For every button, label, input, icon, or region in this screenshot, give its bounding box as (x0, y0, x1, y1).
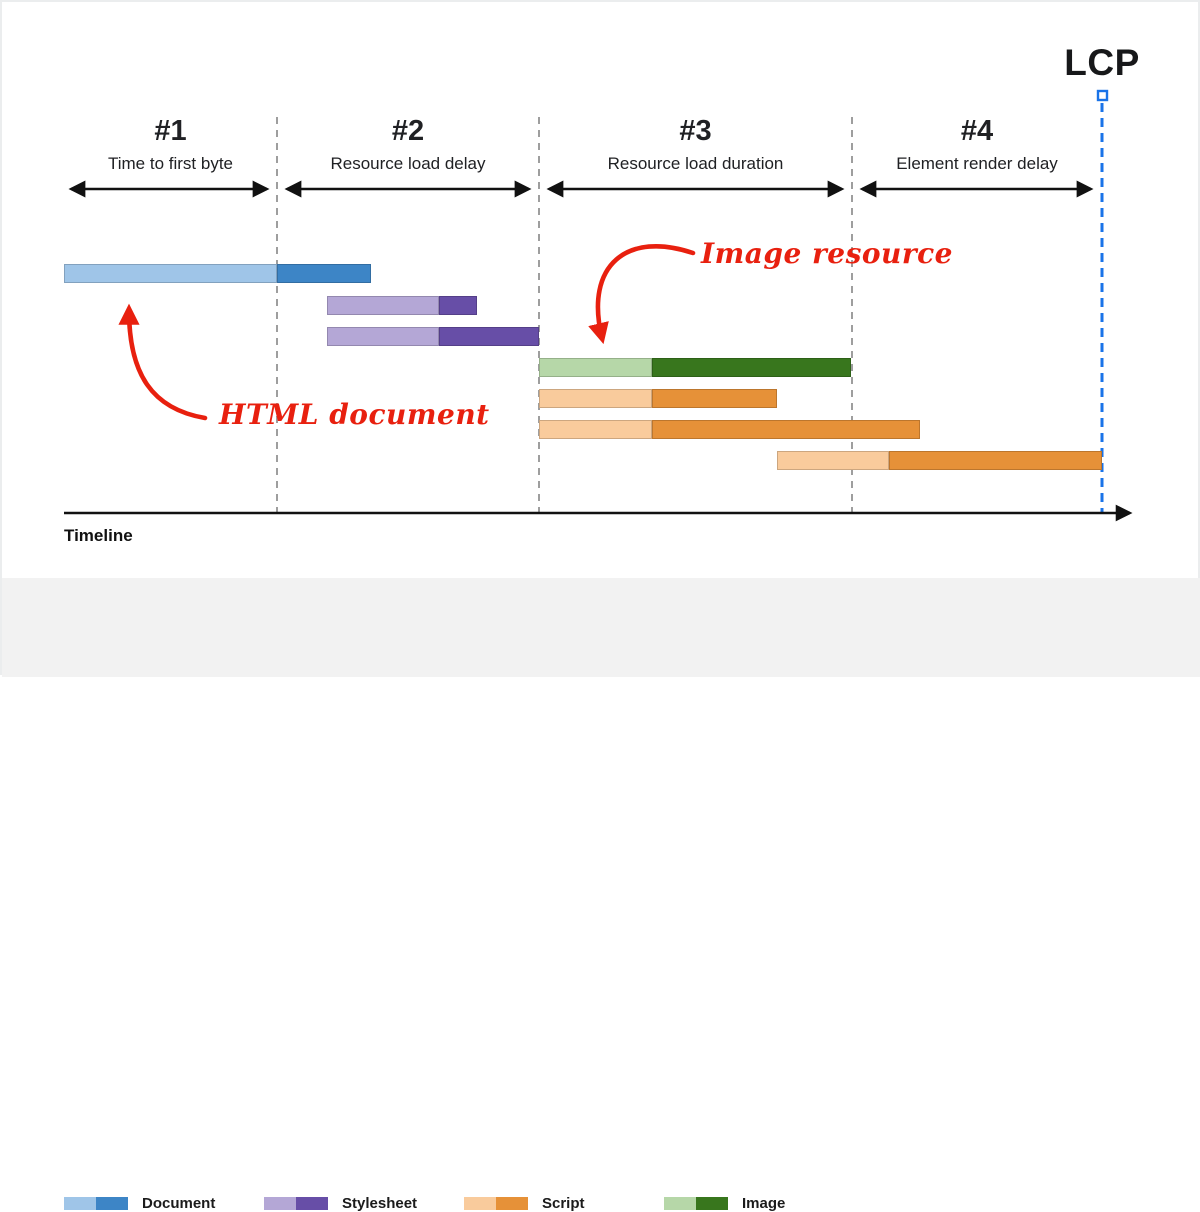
resource-bar-document (2, 264, 1200, 283)
document-light-swatch (64, 1197, 96, 1210)
document-color-swatch (64, 1197, 128, 1210)
stylesheet-light-segment (327, 296, 439, 315)
image-light-swatch (664, 1197, 696, 1210)
phase-number: #1 (154, 115, 187, 147)
image-light-segment (539, 358, 652, 377)
lcp-title: LCP (1064, 42, 1140, 83)
script-dark-segment (652, 420, 920, 439)
resource-bar-stylesheet (2, 327, 1200, 346)
script-light-segment (539, 420, 652, 439)
script-light-swatch (464, 1197, 496, 1210)
legend-strip: Document Stylesheet Script Image (2, 578, 1200, 1212)
resource-bar-script (2, 420, 1200, 439)
lcp-marker-square (1096, 89, 1109, 102)
legend-item-script: Script (464, 1195, 585, 1212)
phase-header-3: #3 Resource load duration (539, 112, 852, 176)
stylesheet-light-segment (327, 327, 439, 346)
document-light-segment (64, 264, 277, 283)
phase-label: Time to first byte (107, 154, 233, 173)
image-dark-swatch (696, 1197, 728, 1210)
annotation-image-resource: Image resource (701, 237, 953, 270)
legend-label: Script (542, 1195, 585, 1212)
stylesheet-dark-swatch (296, 1197, 328, 1210)
stylesheet-light-swatch (264, 1197, 296, 1210)
document-dark-swatch (96, 1197, 128, 1210)
script-dark-segment (889, 451, 1102, 470)
script-dark-segment (652, 389, 777, 408)
stylesheet-dark-segment (439, 296, 477, 315)
image-dark-segment (652, 358, 851, 377)
script-light-segment (777, 451, 889, 470)
legend-item-image: Image (664, 1195, 785, 1212)
phase-header-1: #1 Time to first byte (64, 112, 277, 176)
legend-item-document: Document (64, 1195, 215, 1212)
script-dark-swatch (496, 1197, 528, 1210)
image-color-swatch (664, 1197, 728, 1210)
resource-bar-image (2, 358, 1200, 377)
resource-bar-script (2, 389, 1200, 408)
resource-bar-script (2, 451, 1200, 470)
phase-label: Element render delay (896, 154, 1058, 173)
script-color-swatch (464, 1197, 528, 1210)
phase-number: #4 (960, 115, 994, 147)
legend-label: Document (142, 1195, 216, 1212)
phase-number: #3 (679, 115, 712, 147)
script-light-segment (539, 389, 652, 408)
annotation-arrow-image-resource (588, 243, 696, 345)
timeline-axis-label: Timeline (64, 526, 133, 545)
resource-bar-stylesheet (2, 296, 1200, 315)
legend-label: Stylesheet (342, 1195, 418, 1212)
document-dark-segment (277, 264, 371, 283)
legend-item-stylesheet: Stylesheet (264, 1195, 417, 1212)
stylesheet-color-swatch (264, 1197, 328, 1210)
legend-label: Image (742, 1195, 786, 1212)
phase-header-4: #4 Element render delay (852, 112, 1102, 176)
phase-number: #2 (391, 115, 425, 147)
stylesheet-dark-segment (439, 327, 539, 346)
annotation-html-document: HTML document (219, 398, 490, 431)
phase-header-2: #2 Resource load delay (277, 112, 539, 176)
phase-label: Resource load duration (607, 154, 784, 173)
phase-label: Resource load delay (330, 154, 486, 173)
